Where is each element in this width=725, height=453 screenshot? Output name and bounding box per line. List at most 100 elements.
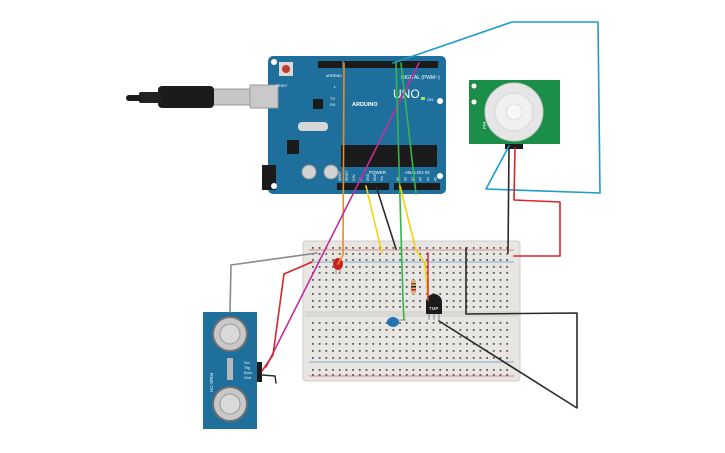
breadboard-hole: [466, 300, 468, 302]
breadboard-hole: [325, 329, 328, 331]
breadboard-hole: [345, 293, 348, 295]
breadboard-hole: [499, 374, 502, 376]
pir-sensor[interactable]: PIR: [469, 80, 560, 149]
breadboard-hole: [412, 369, 415, 371]
breadboard-hole: [379, 247, 381, 249]
breadboard-hole: [412, 272, 415, 274]
breadboard-hole: [479, 293, 482, 295]
breadboard-hole: [392, 336, 395, 338]
pin-label: IOREF: [338, 171, 342, 181]
breadboard-hole: [472, 272, 475, 274]
blue-led-body: [387, 317, 399, 327]
wire-magenta[interactable]: [265, 62, 420, 368]
breadboard-hole: [419, 374, 421, 376]
breadboard-hole: [486, 343, 488, 345]
breadboard-hole: [479, 247, 482, 249]
wire-orange[interactable]: [337, 62, 345, 265]
wire-black-pir[interactable]: [507, 147, 510, 254]
pir-label: PIR: [482, 121, 487, 129]
breadboard-hole: [399, 293, 401, 295]
breadboard-hole: [318, 343, 321, 345]
usb-cable: [126, 86, 251, 108]
breadboard-hole: [352, 350, 354, 352]
breadboard-hole: [345, 300, 348, 302]
breadboard-hole: [345, 343, 348, 345]
wire-green-2[interactable]: [400, 62, 417, 195]
receiver-mesh: [219, 393, 241, 415]
breadboard-hole: [425, 343, 428, 345]
wire-gray[interactable]: [229, 252, 318, 313]
breadboard-hole: [338, 253, 341, 255]
breadboard-hole: [338, 306, 341, 308]
breadboard-hole: [452, 369, 455, 371]
breadboard-hole: [439, 369, 442, 371]
breadboard-hole: [379, 286, 381, 288]
breadboard-hole: [419, 322, 421, 324]
wire-cyan[interactable]: [392, 21, 601, 194]
reset-button[interactable]: [282, 65, 290, 73]
breadboard-hole: [405, 322, 408, 324]
temperature-sensor[interactable]: TMP: [426, 294, 442, 320]
breadboard-hole: [338, 343, 341, 345]
breadboard-hole: [318, 369, 321, 371]
breadboard-hole: [399, 259, 401, 261]
breadboard-hole: [439, 266, 442, 268]
breadboard-hole: [365, 374, 368, 376]
wire-yellow-2[interactable]: [399, 185, 429, 301]
usb-port: [249, 84, 279, 109]
breadboard-hole: [372, 322, 375, 324]
breadboard-hole: [472, 343, 475, 345]
breadboard-hole: [452, 286, 455, 288]
breadboard-hole: [318, 272, 321, 274]
resistor-band-3: [411, 289, 416, 291]
breadboard-hole: [459, 374, 462, 376]
pir-hole-2: [471, 99, 477, 105]
wire-black-1[interactable]: [375, 185, 397, 250]
blue-led[interactable]: [387, 317, 406, 327]
breadboard-hole: [392, 306, 395, 308]
breadboard-hole: [446, 266, 448, 268]
breadboard-hole: [405, 253, 408, 255]
breadboard-hole: [499, 306, 502, 308]
pin-label: A5: [434, 177, 438, 181]
breadboard-hole: [338, 357, 341, 359]
breadboard-hole: [466, 293, 468, 295]
breadboard-hole: [332, 306, 334, 308]
breadboard-hole: [352, 272, 354, 274]
breadboard-hole: [412, 259, 415, 261]
wire-black-ultrasonic[interactable]: [261, 374, 277, 384]
breadboard-hole: [499, 266, 502, 268]
power-label: POWER: [369, 170, 387, 175]
breadboard-hole: [492, 293, 495, 295]
tmp-label: TMP: [429, 306, 439, 311]
breadboard-hole: [405, 300, 408, 302]
breadboard-hole: [379, 329, 381, 331]
breadboard-hole: [365, 343, 368, 345]
resistor[interactable]: [411, 280, 416, 294]
breadboard-hole: [425, 329, 428, 331]
breadboard-hole: [466, 357, 468, 359]
breadboard-hole: [499, 259, 502, 261]
breadboard-hole: [365, 272, 368, 274]
analog-label: ANALOG IN: [405, 170, 430, 175]
wire-red-pir[interactable]: [513, 147, 561, 257]
wire-black-2[interactable]: [438, 247, 578, 409]
wire-yellow-1[interactable]: [365, 185, 383, 254]
breadboard-hole: [446, 259, 448, 261]
breadboard-hole: [419, 329, 421, 331]
wire-green[interactable]: [395, 62, 405, 321]
arduino-uno[interactable]: ON L TX RX AREF GND DIGITAL (PWM~) UNO A…: [249, 56, 446, 194]
breadboard-hole: [385, 293, 388, 295]
breadboard-hole: [446, 286, 448, 288]
breadboard-hole: [338, 369, 341, 371]
breadboard-hole: [345, 247, 348, 249]
wire-red-ultrasonic[interactable]: [261, 261, 313, 372]
breadboard-hole: [379, 300, 381, 302]
breadboard-hole: [479, 329, 482, 331]
breadboard-hole: [358, 329, 361, 331]
breadboard-hole: [325, 286, 328, 288]
breadboard-hole: [506, 266, 509, 268]
breadboard-hole: [312, 374, 314, 376]
